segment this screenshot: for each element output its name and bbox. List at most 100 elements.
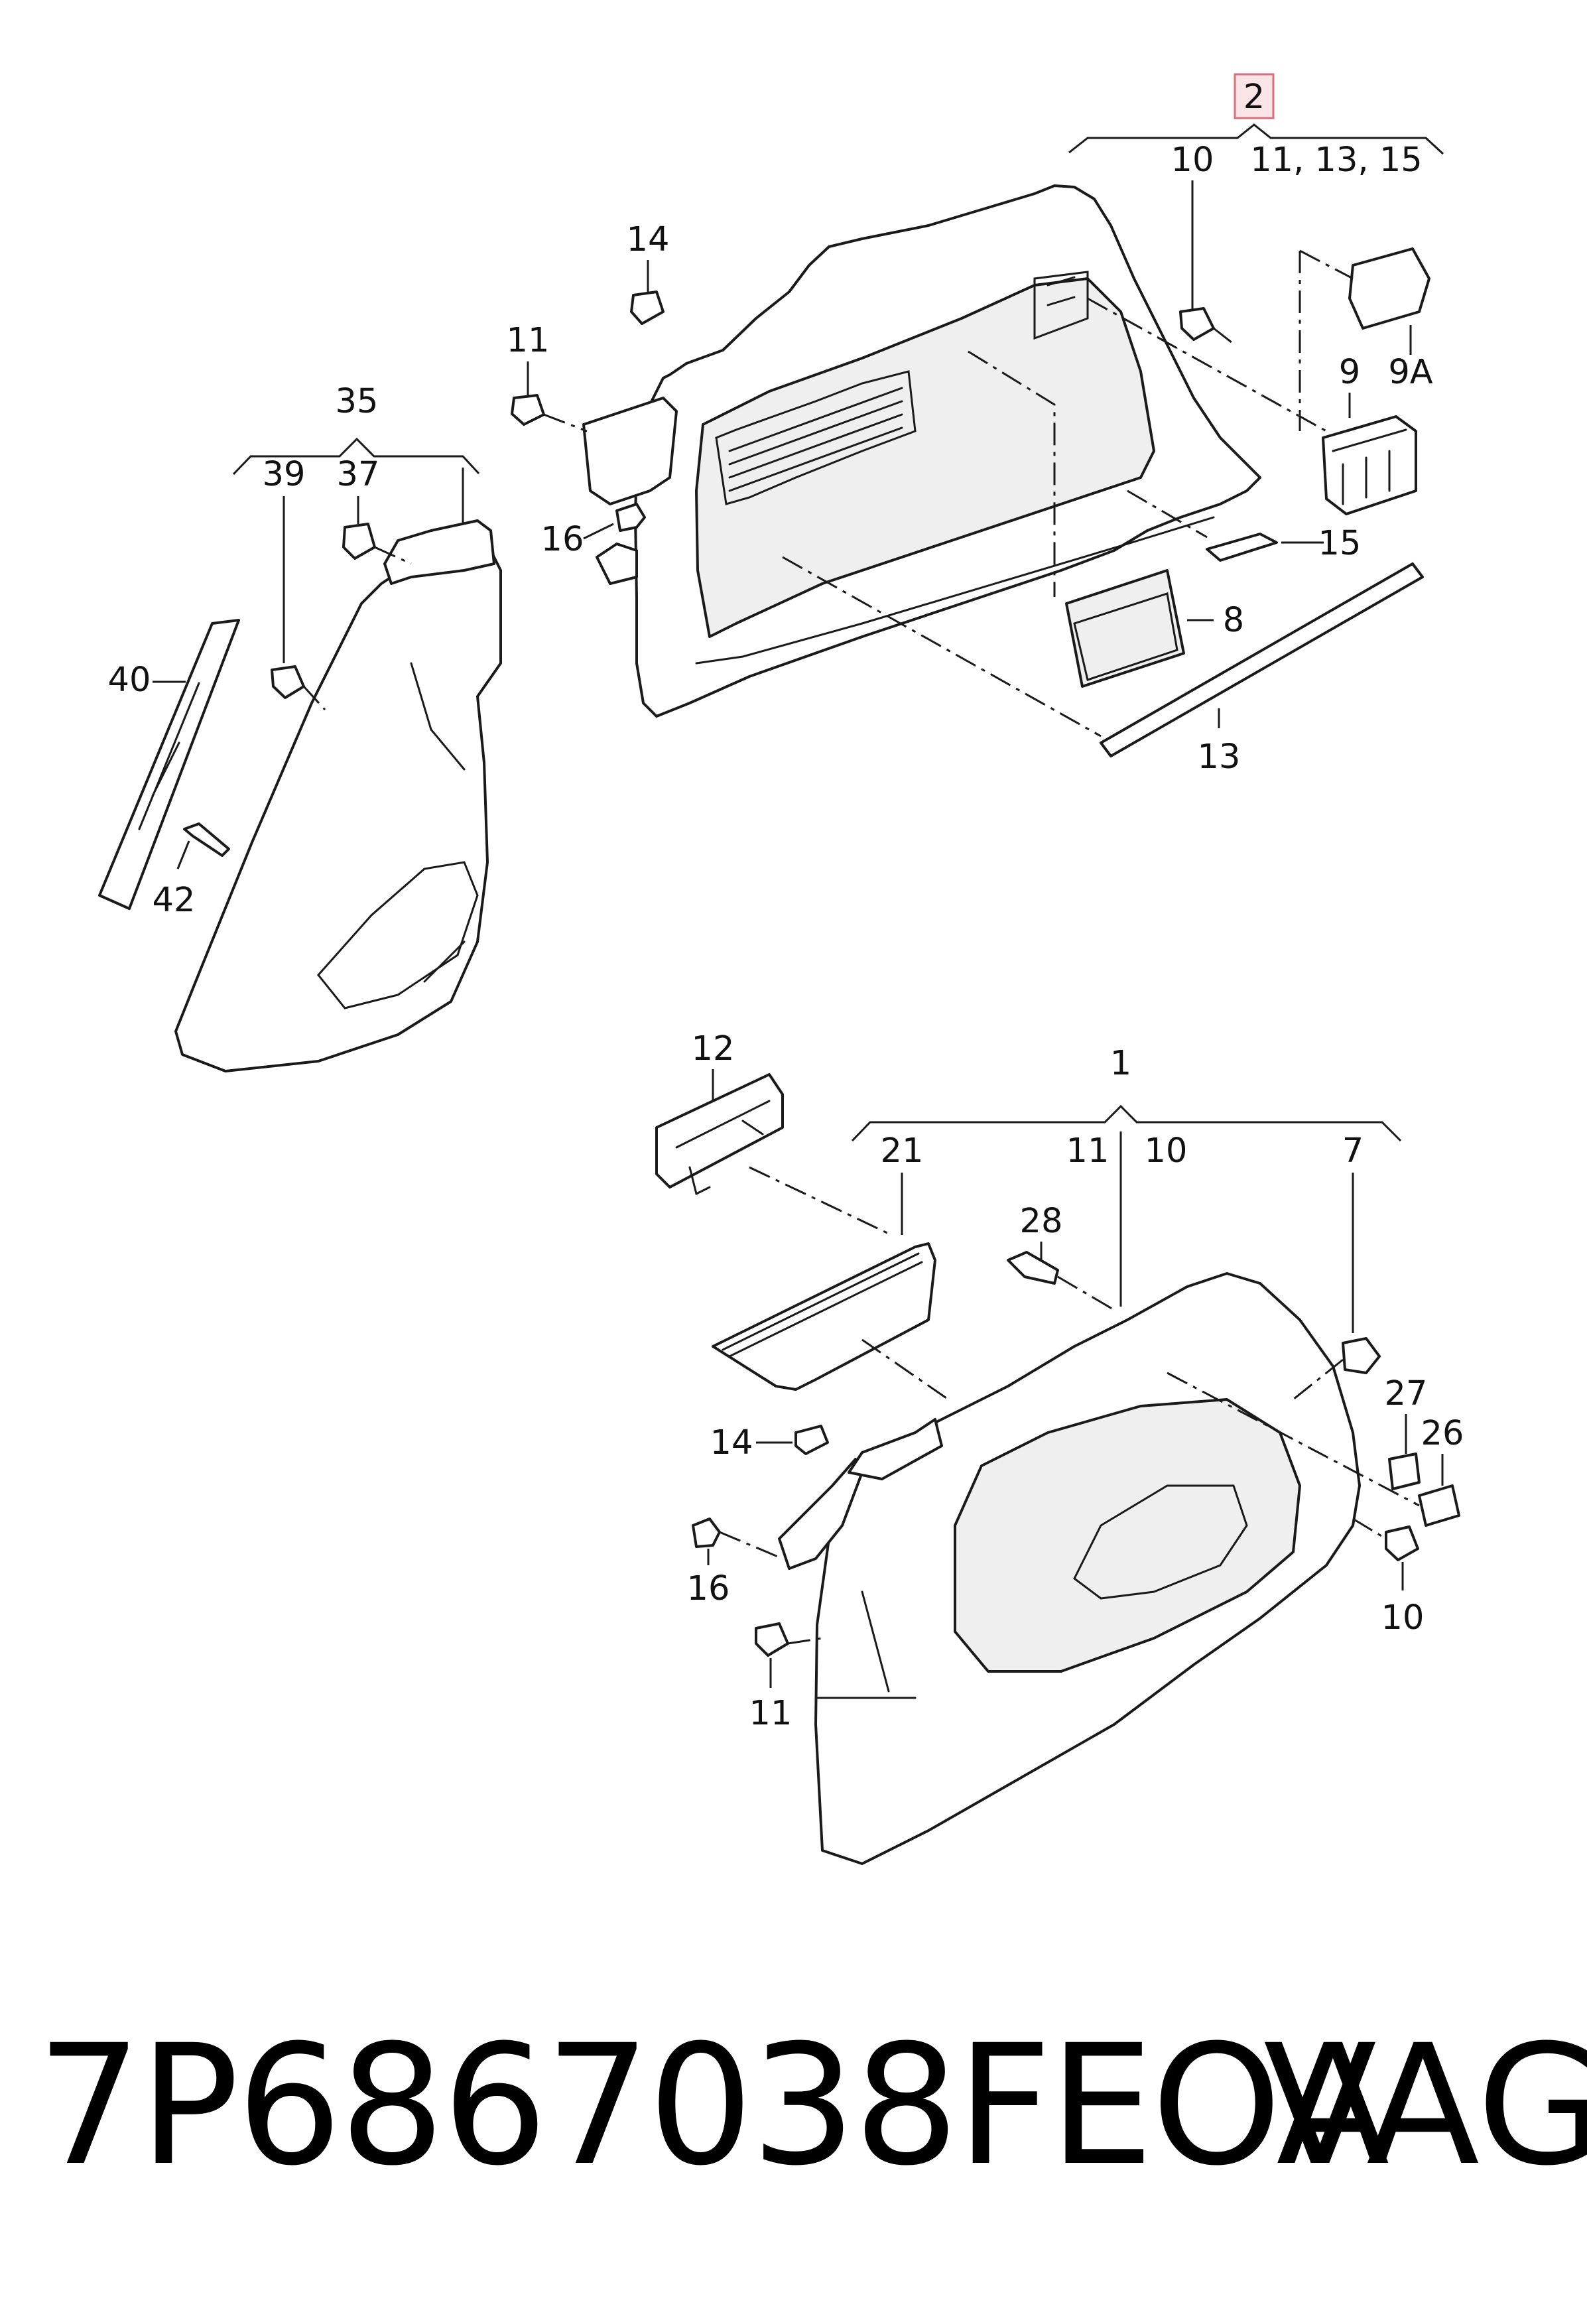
lower-panel-contour [814,1590,917,1699]
dash-11-bot [787,1637,823,1645]
plate-8[interactable] [1065,569,1185,688]
callout-11-top[interactable]: 11 [507,321,550,360]
leader-42 [176,840,190,870]
plate-8-detail [1073,592,1178,681]
callout-1[interactable]: 1 [1110,1044,1131,1083]
clip-14-top[interactable] [630,290,665,325]
lower-panel-top-rail [848,1418,943,1480]
group-pillar-trim: 35 39 37 40 42 [98,382,502,1072]
clip-26[interactable] [1418,1484,1460,1527]
bolt-28[interactable] [1007,1251,1059,1285]
clip-11-bot[interactable] [755,1622,789,1657]
dash-28 [1057,1275,1115,1311]
callout-9[interactable]: 9 [1339,353,1360,392]
clip-39[interactable] [271,665,305,699]
bracket-1 [851,1104,1402,1142]
clip-14-bot[interactable] [794,1425,829,1455]
dash-39 [302,685,326,711]
callout-26[interactable]: 26 [1421,1414,1464,1453]
callout-16-bot[interactable]: 16 [687,1569,730,1608]
callout-10-mid[interactable]: 10 [1145,1131,1188,1171]
nut-27[interactable] [1388,1452,1421,1490]
bolt-16-top[interactable] [615,503,646,532]
dash-9a [1299,249,1354,280]
upper-panel-recess [695,277,1155,638]
callout-37[interactable]: 37 [337,455,380,494]
callout-14-bot[interactable]: 14 [710,1423,753,1462]
bracket-35 [232,437,480,476]
cover-21[interactable] [712,1242,936,1391]
panel-mount-foot [596,543,638,585]
dash-10-bot [1352,1517,1387,1540]
panel-mount-bracket [582,397,678,505]
pillar-trim-contour [410,662,466,983]
dash-16-bot [719,1531,783,1560]
callout-28[interactable]: 28 [1020,1202,1063,1241]
pillar-trim-recess [317,861,479,1009]
rivet-42[interactable] [183,822,230,857]
callout-2[interactable]: 2 [1243,78,1265,117]
bracket-2 [1068,123,1444,155]
callout-27[interactable]: 27 [1385,1374,1428,1413]
dash-37 [374,546,412,565]
dash-12 [749,1166,889,1235]
dash-9 [1087,297,1327,432]
dash-11-top [543,413,588,432]
callout-39[interactable]: 39 [263,455,306,494]
lower-panel-inner-recess [1073,1484,1248,1600]
upper-panel-grille [715,370,917,505]
group-upper-trim-panel: 2 10 11, 13, 15 14 11 16 9A [507,73,1444,777]
callout-10-top[interactable]: 10 [1171,141,1214,180]
grille-slats [728,387,903,492]
dash-21 [861,1338,949,1401]
sill-strip-13[interactable] [1100,562,1424,757]
callout-11-13-15[interactable]: 11, 13, 15 [1250,141,1423,180]
dash-26 [1167,1372,1420,1507]
lower-panel-well [954,1398,1301,1673]
callout-21[interactable]: 21 [881,1131,924,1171]
dash-10-top [1213,327,1236,346]
group-lower-trim-panel: 1 21 11 10 7 12 28 14 [655,1029,1464,1865]
switch-9[interactable] [1322,415,1417,515]
callout-15[interactable]: 15 [1318,524,1362,563]
callout-7[interactable]: 7 [1342,1131,1364,1171]
latch-12[interactable] [655,1073,784,1189]
cover-cap-9a[interactable] [1348,247,1430,330]
callout-13[interactable]: 13 [1198,738,1241,777]
dash-8 [968,350,1056,597]
callout-16-top[interactable]: 16 [541,520,584,559]
callout-14-top[interactable]: 14 [627,220,670,259]
dash-13 [782,556,1102,738]
plug-7[interactable] [1342,1337,1381,1374]
callout-40[interactable]: 40 [108,661,151,700]
cover-21-edge [722,1252,923,1358]
dash-7 [1293,1358,1344,1401]
trim-strip-15[interactable] [1206,533,1278,562]
callout-35[interactable]: 35 [336,382,379,421]
leader-16-top [583,523,614,540]
pillar-trim-35[interactable] [174,549,502,1072]
callout-11-bot[interactable]: 11 [749,1694,793,1733]
callout-10-bot[interactable]: 10 [1381,1598,1425,1638]
clip-10-top[interactable] [1179,307,1215,341]
callout-9a[interactable]: 9A [1388,353,1432,392]
bolt-16-bot[interactable] [692,1517,721,1548]
clip-37[interactable] [342,523,376,560]
brand-label: VAG [1263,2009,1587,2202]
switch-9-detail [1332,428,1407,505]
callout-8[interactable]: 8 [1223,601,1244,640]
callout-12[interactable]: 12 [692,1029,735,1068]
dash-15 [1127,489,1208,539]
callout-42[interactable]: 42 [153,881,196,920]
clip-10-bot[interactable] [1385,1525,1419,1561]
clip-11-top[interactable] [511,394,545,426]
panel-lower-edge [695,516,1215,665]
callout-11-mid[interactable]: 11 [1066,1131,1110,1171]
highlight-box-2[interactable] [1234,73,1275,119]
seal-strip-detail [138,682,200,830]
part-number-label: 7P6867038FEOA [36,2009,1389,2202]
latch-12-detail [675,1100,771,1196]
pillar-trim-top [383,519,495,585]
panel-switch-mount [1033,271,1089,340]
